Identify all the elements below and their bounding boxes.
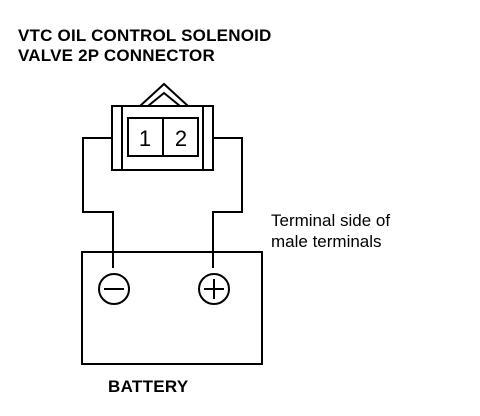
- minus-icon: [98, 273, 130, 305]
- pin-2-label: 2: [175, 126, 187, 151]
- title-line-2: VALVE 2P CONNECTOR: [18, 46, 215, 65]
- terminal-note: Terminal side of male terminals: [271, 210, 390, 252]
- wire-pin2-to-positive: [212, 137, 243, 268]
- connector-latch: [139, 82, 189, 107]
- pin-1-label: 1: [139, 126, 151, 151]
- battery: [81, 251, 263, 365]
- note-line-1: Terminal side of: [271, 211, 391, 230]
- diagram-title: VTC OIL CONTROL SOLENOID VALVE 2P CONNEC…: [18, 26, 272, 66]
- wire-pin1-to-negative: [82, 137, 114, 268]
- connector-2p: [111, 105, 214, 171]
- title-line-1: VTC OIL CONTROL SOLENOID: [18, 26, 272, 45]
- note-line-2: male terminals: [271, 232, 382, 251]
- plus-icon: [198, 273, 230, 305]
- jumper-wires: [82, 137, 243, 268]
- battery-label: BATTERY: [108, 377, 189, 396]
